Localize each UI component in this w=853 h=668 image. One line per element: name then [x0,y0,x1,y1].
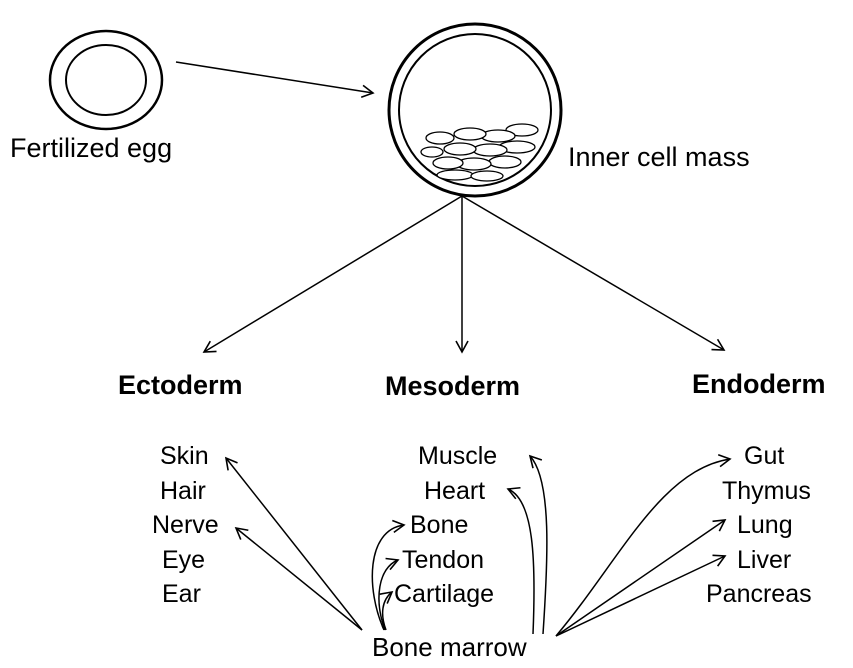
arrow-egg-to-blastocyst [176,62,373,93]
arrow-marrow-to-gut [556,459,730,636]
tissue-skin: Skin [160,444,209,469]
tissue-bone: Bone [410,513,468,538]
arrow-marrow-to-skin [226,458,362,630]
blastocyst-icon [389,24,561,196]
arrow-to-ectoderm [204,196,462,352]
mesoderm-heading: Mesoderm [385,373,520,400]
tissue-thymus: Thymus [722,479,811,504]
arrow-marrow-to-liver [556,556,725,636]
tissue-heart: Heart [424,479,485,504]
fertilized-egg-icon [50,31,162,129]
tissue-pancreas: Pancreas [706,582,812,607]
arrow-marrow-to-lung [556,520,725,636]
tissue-liver: Liver [737,548,791,573]
bone-marrow-label: Bone marrow [372,634,527,660]
fertilized-egg-label: Fertilized egg [10,135,172,162]
tissue-lung: Lung [737,513,793,538]
tissue-tendon: Tendon [402,548,484,573]
tissue-hair: Hair [160,479,206,504]
arrow-to-endoderm [462,196,724,350]
tissue-gut: Gut [744,444,784,469]
tissue-nerve: Nerve [152,513,219,538]
endoderm-heading: Endoderm [692,371,826,398]
arrow-marrow-to-heart [508,489,534,634]
tissue-cartilage: Cartilage [394,582,494,607]
inner-cell-mass-label: Inner cell mass [568,144,750,171]
ectoderm-heading: Ectoderm [118,372,243,399]
inner-cell-mass-cells [421,124,538,181]
tissue-eye: Eye [162,548,205,573]
tissue-muscle: Muscle [418,444,497,469]
tissue-ear: Ear [162,582,201,607]
arrow-marrow-to-nerve [236,528,362,630]
arrow-marrow-to-bone [372,525,404,630]
arrow-marrow-to-cartilage [383,592,392,630]
